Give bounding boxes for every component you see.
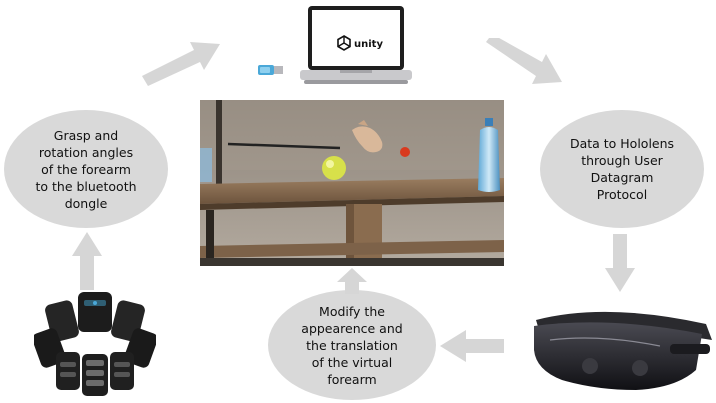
node-modify: Modify the appearence and the translatio… xyxy=(268,290,436,400)
laptop-screen-text: unity xyxy=(354,39,383,50)
myo-armband-icon xyxy=(34,292,156,396)
arrow-up-to-scene xyxy=(337,268,367,294)
arrow-to-laptop xyxy=(142,42,220,86)
arrow-headset-to-modify xyxy=(440,330,504,362)
node-grasp: Grasp and rotation angles of the forearm… xyxy=(4,110,168,228)
arrow-down-to-headset xyxy=(605,234,635,292)
usb-dongle-icon xyxy=(258,65,283,75)
virtual-scene-image xyxy=(200,100,504,266)
hololens-headset-icon xyxy=(534,311,712,390)
node-hololens: Data to Hololens through User Datagram P… xyxy=(540,110,704,228)
arrow-laptop-to-hololens-node xyxy=(486,38,562,84)
laptop-icon: unity xyxy=(300,6,412,84)
arrow-up-to-grasp-node xyxy=(72,232,102,290)
